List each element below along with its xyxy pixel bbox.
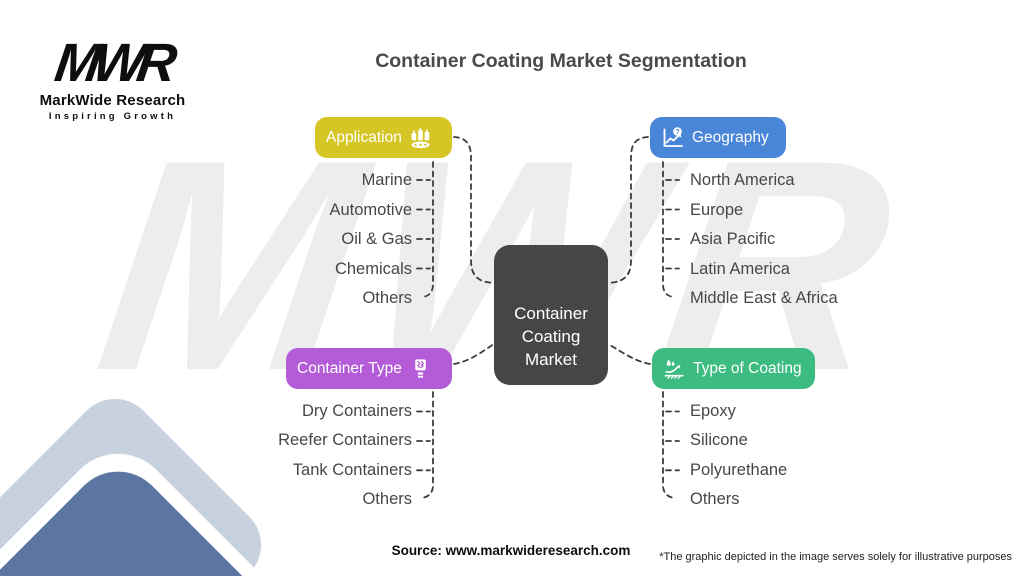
logo-tagline: Inspiring Growth <box>48 111 177 122</box>
branch-label: Geography <box>692 128 769 146</box>
segment-item: Reefer Containers <box>278 431 412 450</box>
branch-label: Type of Coating <box>693 359 802 377</box>
branch-node-geography: ? Geography <box>650 117 786 158</box>
center-node-label-line: Container <box>514 304 588 323</box>
segment-item: Europe <box>690 200 744 219</box>
svg-text:?: ? <box>675 129 679 136</box>
logo-acronym: MWR <box>51 33 174 93</box>
branch-node-type-of-coating: Type of Coating <box>652 348 815 389</box>
segment-item: Asia Pacific <box>690 230 776 249</box>
branch-node-application: Application <box>315 117 452 158</box>
segment-item: Epoxy <box>690 402 736 421</box>
segment-item: Latin America <box>690 259 790 278</box>
segment-item: Chemicals <box>334 259 412 278</box>
type-of-coating-items: Epoxy Silicone Polyurethane Others <box>690 397 990 514</box>
segment-item: Others <box>362 289 412 308</box>
center-node: Container Coating Market <box>494 245 608 385</box>
markwide-logo: MWR MarkWide Research Inspiring Growth <box>30 33 195 122</box>
branch-label: Application <box>326 128 402 146</box>
branch-label: Container Type <box>297 359 402 377</box>
dispenser-icon <box>415 359 426 378</box>
segment-item: Silicone <box>690 431 748 450</box>
segment-item: Oil & Gas <box>341 230 412 249</box>
source-text: Source: www.markwideresearch.com <box>391 543 631 558</box>
segment-item: Tank Containers <box>292 460 412 479</box>
segment-item: Marine <box>361 171 412 190</box>
segment-item: Others <box>362 490 412 509</box>
center-node-label-line: Coating <box>521 327 581 346</box>
logo-name: MarkWide Research <box>39 92 186 109</box>
segment-item: Automotive <box>329 200 412 219</box>
droplets-icon <box>664 359 684 379</box>
chart-question-icon: ? <box>663 126 683 147</box>
segment-item: North America <box>690 171 795 190</box>
segment-item: Polyurethane <box>690 460 788 479</box>
segment-item: Others <box>690 490 740 509</box>
segment-item: Dry Containers <box>301 402 412 421</box>
geography-items: North America Europe Asia Pacific Latin … <box>690 166 990 314</box>
branch-node-container-type: Container Type <box>286 348 452 389</box>
center-node-label-line: Market <box>525 350 577 369</box>
segment-item: Middle East & Africa <box>690 289 838 308</box>
page-title: Container Coating Market Segmentation <box>375 50 747 72</box>
disclaimer-text: *The graphic depicted in the image serve… <box>659 551 1012 563</box>
container-type-items: Dry Containers Reefer Containers Tank Co… <box>140 397 412 514</box>
bottles-icon <box>411 127 430 148</box>
application-items: Marine Automotive Oil & Gas Chemicals Ot… <box>160 166 412 314</box>
